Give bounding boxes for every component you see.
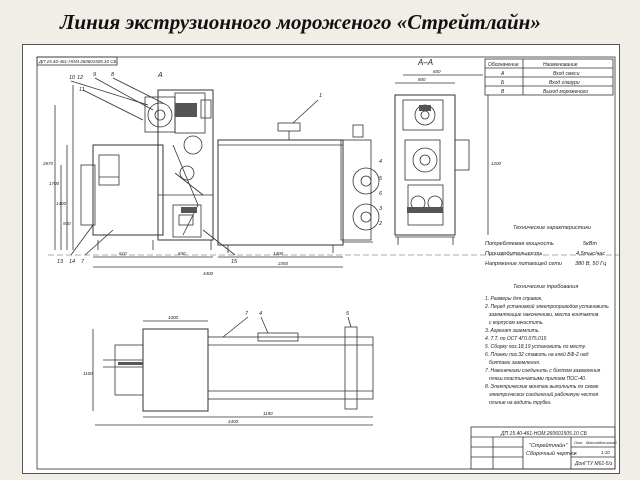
- slide-title: Линия экструзионного мороженого «Стрейтл…: [60, 10, 541, 34]
- tech-req-line: 3. Агрегат заземлить.: [485, 328, 540, 334]
- callout-13: 13: [57, 259, 64, 265]
- tech-specs-title: Технические характеристики: [513, 225, 591, 231]
- callout-5: 5: [379, 176, 383, 182]
- callout-7: 7: [81, 259, 85, 265]
- legend-header-code: Обозначение: [488, 62, 519, 68]
- spec-capacity-value: 4,5тыс/час: [576, 251, 605, 257]
- legend-row-b-name: Вход глазури: [549, 80, 580, 86]
- tech-req-line: с корпусом зачистить.: [489, 320, 544, 326]
- dim-830: 830: [178, 251, 186, 256]
- dim-1400-v: 1400: [56, 201, 67, 206]
- tech-req-line: плюш.пластинчатыми припоем ПОС-40.: [489, 376, 586, 382]
- callout-11: 11: [79, 87, 85, 93]
- legend-row-c-name: Выход мороженого: [543, 89, 588, 95]
- title-block-name-1: "Стрейтлайн": [529, 442, 568, 449]
- callout-6: 6: [379, 191, 383, 197]
- spec-voltage-value: 380 В, 50 Гц: [575, 261, 606, 267]
- dim-4400: 4400: [203, 271, 214, 276]
- view-arrow-label: А: [157, 72, 163, 79]
- tech-req-line: 6. Планки поз.32 ставить на клей БФ-2 на…: [485, 351, 589, 358]
- plan-callout-5: 5: [346, 311, 350, 317]
- plan-callout-7: 7: [245, 311, 249, 317]
- title-block-mass: Масса: [586, 440, 599, 445]
- tech-req-line: электрических соединений рабочачую често…: [489, 391, 598, 398]
- drawing-sheet: ДП 15.40-461-НОМ.260601505.10 СБ А–А А 1…: [22, 44, 620, 474]
- dim-side-800: 800: [418, 77, 426, 82]
- tech-req-line: болтами заземления.: [489, 360, 540, 366]
- title-block-scale-value: 1:10: [601, 450, 610, 455]
- legend-row-a-code: А: [500, 71, 505, 77]
- spec-voltage-label: Напряжение питающей сети: [485, 260, 562, 267]
- title-block-name-2: Сборочный чертеж: [526, 450, 577, 457]
- title-block-scale: Масштаб: [598, 440, 617, 445]
- dim-plan-1190: 1190: [263, 411, 273, 416]
- tech-req-line: 7. Наконечники соединить с болтом заземл…: [485, 368, 601, 374]
- dim-1400: 1400: [273, 251, 284, 256]
- dim-2350: 2350: [277, 261, 289, 266]
- title-block-lit: Лит.: [573, 440, 583, 445]
- corner-stamp: ДП 15.40-461-НОМ.260601505.10 СБ: [38, 59, 116, 64]
- tech-req-line: 1. Размеры для справок.: [485, 296, 542, 302]
- dim-side-600: 600: [433, 69, 441, 74]
- callout-15: 15: [231, 259, 238, 265]
- corner-stamp-box: [36, 56, 118, 66]
- dim-610: 610: [119, 251, 127, 256]
- spec-capacity-label: Производительность: [485, 251, 542, 257]
- tech-req-line: 2. Перед установкой электроприводов уста…: [484, 303, 609, 310]
- callout-4: 4: [379, 159, 382, 165]
- dim-plan-4400: 4400: [228, 419, 239, 424]
- callout-12: 12: [77, 75, 83, 81]
- dim-side-1200: 1200: [491, 161, 502, 166]
- spec-power-label: Потребляемая мощность: [485, 241, 554, 247]
- dim-2670: 2670: [42, 161, 54, 166]
- callout-9: 9: [93, 72, 96, 78]
- title-block-doc-number: ДП 15.40-461-НОМ.260601505.10 СБ: [500, 431, 588, 437]
- tech-req-line: 8. Электрические монтаж выполнить по схе…: [485, 384, 599, 390]
- dim-1700: 1700: [49, 181, 60, 186]
- callout-8: 8: [111, 72, 115, 78]
- dim-plan-1000: 1000: [168, 315, 179, 320]
- tech-req-title: Технические требования: [513, 284, 578, 290]
- legend-row-c-code: В: [501, 89, 505, 95]
- callout-14: 14: [69, 259, 75, 265]
- title-block-org: ДонГТУ М61-5/з: [574, 461, 613, 467]
- dim-plan-1100: 1100: [83, 371, 93, 376]
- legend-header-name: Наименование: [543, 62, 578, 68]
- tech-req-line: плиние на водить трубки.: [489, 400, 552, 406]
- legend-row-b-code: Б: [501, 80, 505, 86]
- tech-req-line: 5. Сборку поз.18,19 установить по месту.: [485, 344, 586, 350]
- callout-1: 1: [319, 93, 322, 99]
- spec-power-value: 5кВт: [583, 241, 597, 247]
- tech-req-line: заземляющие наконечники, места контактов: [488, 312, 599, 318]
- tech-req-line: 4. Т.Т. по ОСТ 4Г0.075.015: [485, 336, 547, 342]
- callout-3: 3: [379, 206, 383, 212]
- view-label: А–А: [417, 58, 433, 67]
- plan-callout-4: 4: [259, 311, 262, 317]
- callout-2: 2: [378, 221, 382, 227]
- callout-10: 10: [69, 75, 76, 81]
- engineering-drawing: ДП 15.40-461-НОМ.260601505.10 СБ А–А А 1…: [36, 56, 619, 470]
- inner-frame: [36, 56, 616, 470]
- dim-930: 930: [63, 221, 71, 226]
- legend-row-a-name: Вход смеси: [553, 71, 580, 77]
